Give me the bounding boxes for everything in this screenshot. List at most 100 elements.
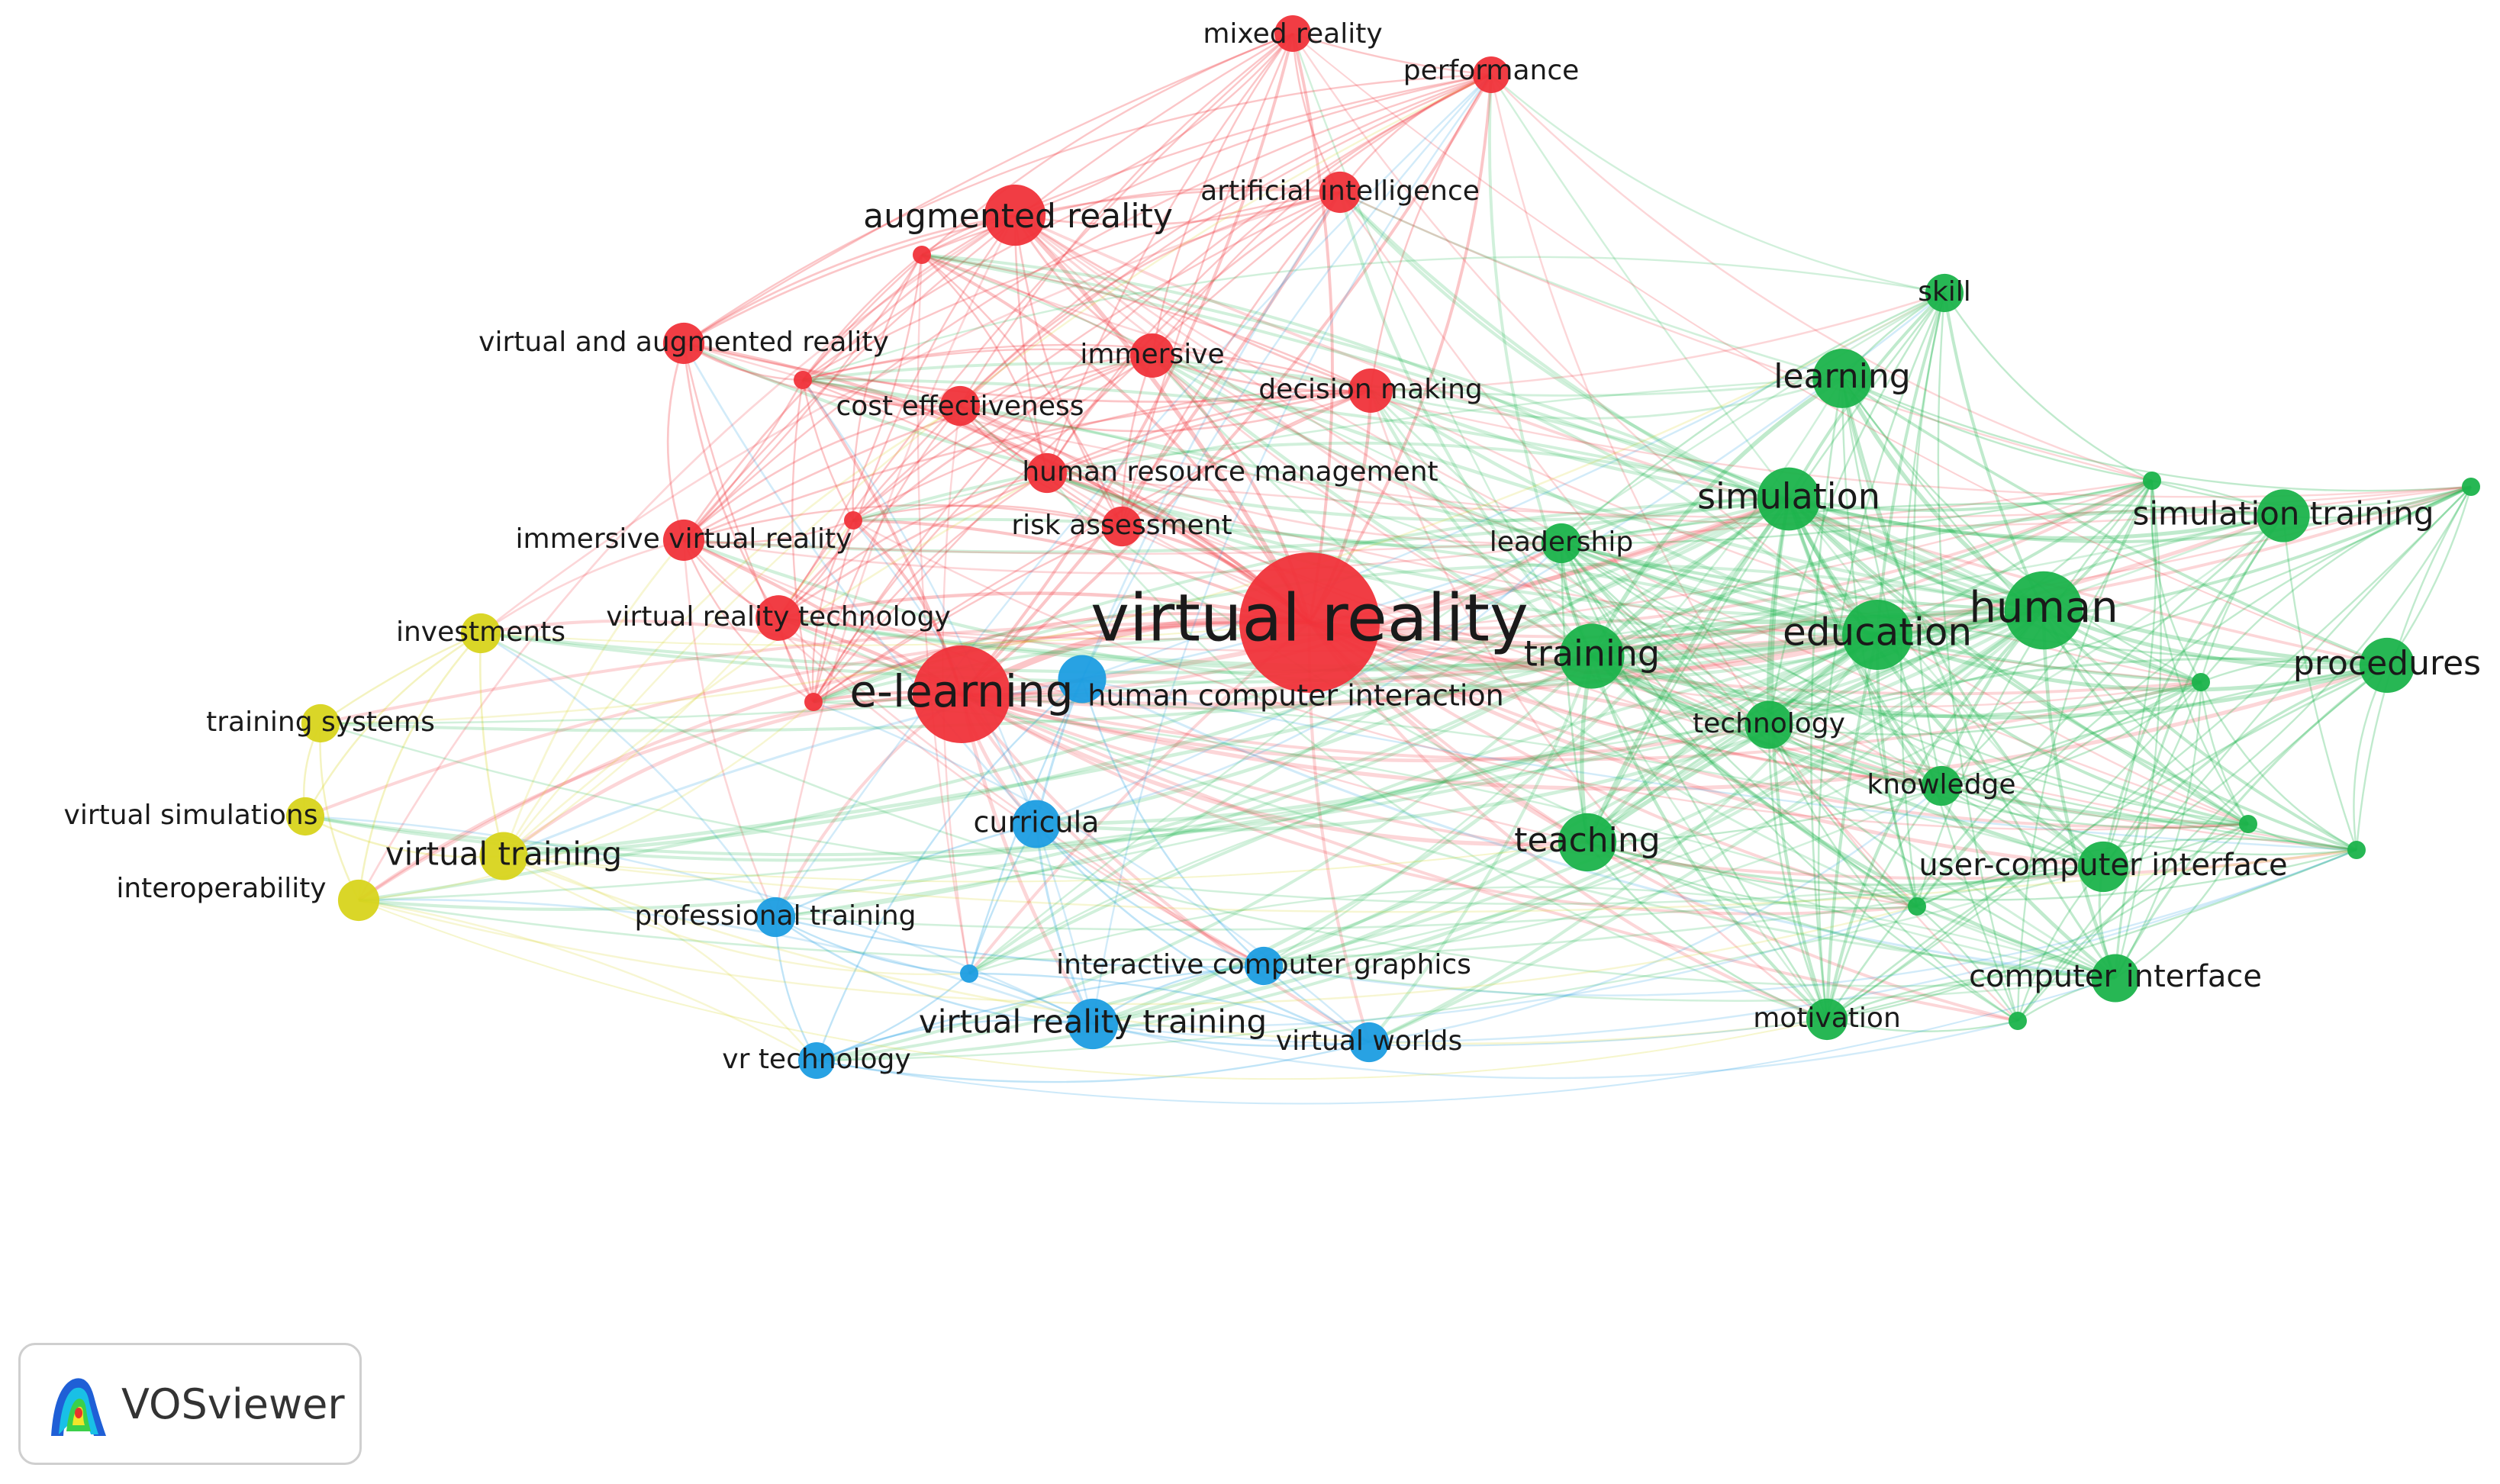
link-line <box>802 254 923 381</box>
link-line <box>2017 486 2472 1022</box>
link-line <box>1876 633 2249 826</box>
link-line <box>802 378 1311 624</box>
label-user-computer-interface: user-computer interface <box>1918 848 2287 883</box>
node-minor[interactable] <box>794 371 812 389</box>
link-line <box>1046 472 2472 519</box>
link-line <box>2199 681 2357 851</box>
link-line <box>683 342 1790 523</box>
node-knowledge[interactable] <box>1921 765 1962 806</box>
link-line <box>358 497 1790 903</box>
node-minor[interactable] <box>2347 841 2366 859</box>
node-human[interactable] <box>2004 571 2083 650</box>
node-minor[interactable] <box>844 511 862 530</box>
node-immersive[interactable] <box>1130 333 1174 378</box>
label-teaching: teaching <box>1514 821 1660 860</box>
link-line <box>802 378 1123 528</box>
link-line <box>358 655 1593 911</box>
node-minor[interactable] <box>804 693 823 711</box>
node-technology[interactable] <box>1745 700 1793 749</box>
link-line <box>1036 823 1370 1044</box>
link-line <box>480 539 685 635</box>
node-procedures[interactable] <box>2359 637 2415 694</box>
node-vr-technology[interactable] <box>798 1042 835 1079</box>
link-line <box>1817 292 1946 1020</box>
label-immersive: immersive <box>1080 339 1224 370</box>
node-e-learning[interactable] <box>913 645 1010 743</box>
node-virtual-reality-technology[interactable] <box>755 595 801 641</box>
link-line <box>774 214 1016 918</box>
link-line <box>1941 784 2357 856</box>
link-line <box>1561 542 1878 637</box>
node-computer-interface[interactable] <box>2091 954 2140 1003</box>
node-human-computer-interaction[interactable] <box>1058 655 1107 703</box>
node-interactive-computer-graphics[interactable] <box>1244 946 1284 986</box>
node-cost-effectiveness[interactable] <box>939 385 981 427</box>
node-minor[interactable] <box>2009 1012 2027 1030</box>
node-virtual-reality-training[interactable] <box>1067 998 1119 1050</box>
node-virtual-worlds[interactable] <box>1348 1022 1390 1063</box>
link-line <box>503 497 1790 858</box>
node-minor[interactable] <box>2192 673 2210 691</box>
link-line <box>2151 479 2472 508</box>
link-line <box>682 343 815 703</box>
node-artificial-intelligence[interactable] <box>1319 171 1361 214</box>
link-line <box>1014 191 1341 226</box>
link-line <box>816 1019 1094 1062</box>
link-line <box>358 723 1770 902</box>
link-line <box>959 73 1492 407</box>
node-minor[interactable] <box>960 964 978 983</box>
link-line <box>2199 681 2250 825</box>
node-investments[interactable] <box>460 613 501 654</box>
link-line <box>778 472 1048 619</box>
node-augmented-reality[interactable] <box>984 184 1046 246</box>
label-vr-technology: vr technology <box>722 1044 910 1075</box>
node-skill[interactable] <box>1925 273 1964 313</box>
node-learning[interactable] <box>1812 349 1872 408</box>
link-line <box>2043 608 2388 670</box>
link-line <box>1561 479 2153 545</box>
node-professional-training[interactable] <box>755 897 796 938</box>
link-line <box>1586 292 1945 843</box>
node-motivation[interactable] <box>1806 998 1848 1041</box>
link-line <box>1585 497 1791 844</box>
node-leadership[interactable] <box>1541 523 1582 564</box>
node-mixed-reality[interactable] <box>1274 15 1311 52</box>
link-line <box>1092 905 1918 1028</box>
node-human-resource-management[interactable] <box>1026 452 1068 494</box>
link-line <box>961 513 2284 707</box>
node-immersive-virtual-reality[interactable] <box>662 519 705 562</box>
node-education[interactable] <box>1842 600 1912 670</box>
node-decision-making[interactable] <box>1348 369 1393 413</box>
node-virtual-and-augmented-reality[interactable] <box>662 322 705 365</box>
node-performance[interactable] <box>1473 56 1509 93</box>
node-interoperability[interactable] <box>337 879 380 922</box>
node-virtual-training[interactable] <box>479 832 528 880</box>
node-risk-assessment[interactable] <box>1101 506 1142 547</box>
node-training-systems[interactable] <box>301 703 340 743</box>
node-minor[interactable] <box>2462 478 2480 496</box>
node-minor[interactable] <box>1908 897 1926 916</box>
link-line <box>1490 74 2018 1022</box>
link-line <box>852 441 1790 522</box>
node-simulation[interactable] <box>1757 467 1821 531</box>
link-line <box>320 632 482 725</box>
link-line <box>1941 664 2388 787</box>
link-line <box>304 633 1878 862</box>
link-line <box>1339 191 2044 612</box>
link-line <box>503 520 854 857</box>
link-line <box>1121 389 1371 528</box>
label-curricula: curricula <box>974 806 1100 839</box>
node-training[interactable] <box>1559 623 1625 689</box>
node-minor[interactable] <box>2239 815 2257 833</box>
node-virtual-simulations[interactable] <box>285 797 325 836</box>
node-minor[interactable] <box>2143 472 2161 490</box>
node-simulation-training[interactable] <box>2257 489 2310 542</box>
node-curricula[interactable] <box>1012 800 1061 848</box>
node-virtual-reality[interactable] <box>1239 552 1380 693</box>
node-minor[interactable] <box>913 246 931 264</box>
link-line <box>683 539 2044 688</box>
node-user-computer-interface[interactable] <box>2077 841 2129 893</box>
node-teaching[interactable] <box>1558 813 1617 872</box>
link-line <box>1943 292 2153 482</box>
link-line <box>959 404 2357 851</box>
